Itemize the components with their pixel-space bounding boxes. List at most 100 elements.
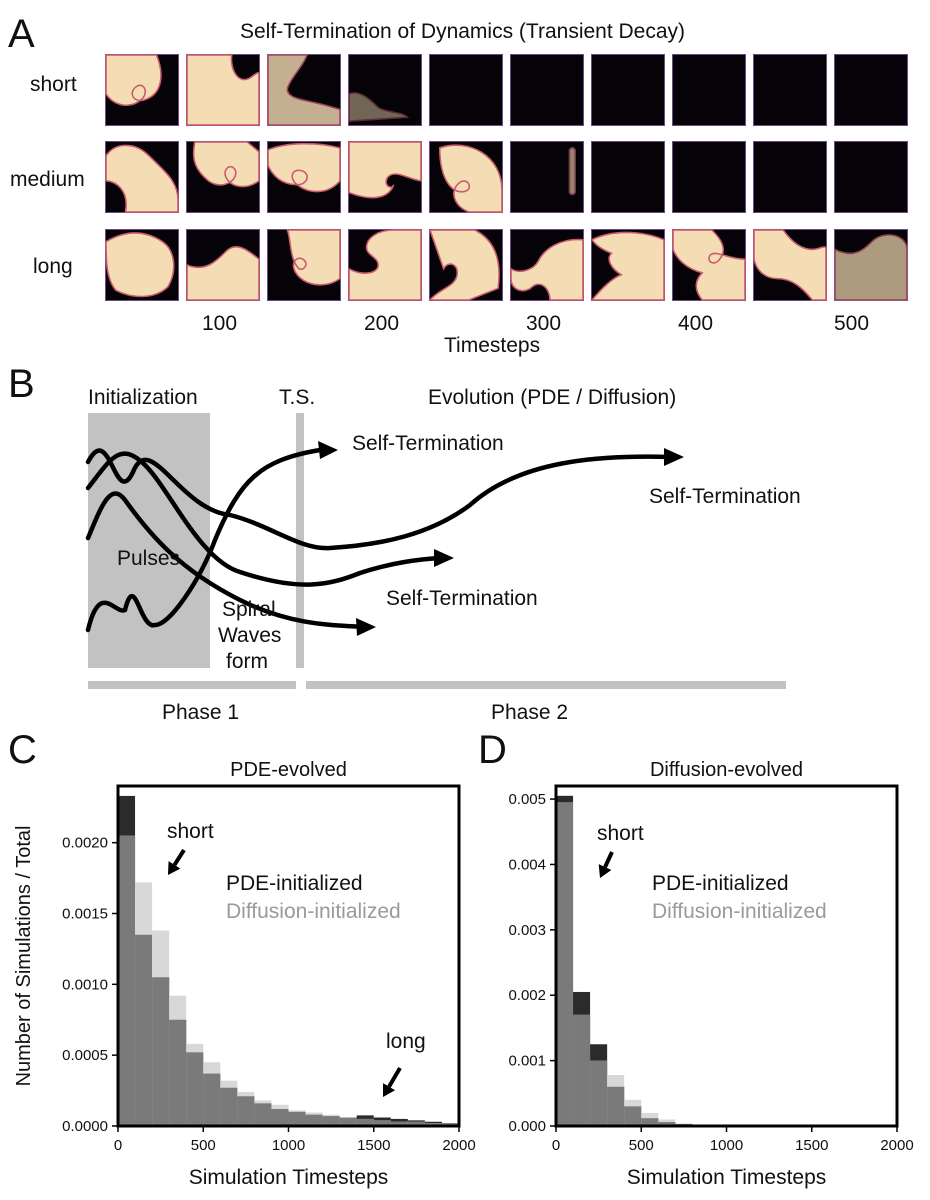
- annot-long-c: long: [386, 1030, 426, 1053]
- sim-tile-medium-1: [105, 141, 179, 213]
- sim-tile-medium-4: [348, 141, 422, 213]
- spiral-label-2: Waves: [218, 624, 282, 647]
- phase2-bar: [306, 681, 786, 689]
- row-label-short: short: [30, 73, 77, 96]
- sim-tile-long-1: [105, 229, 179, 301]
- pde-evolved-bar-overlap-10: [288, 1111, 306, 1126]
- legend-diffusion-initialized-c: Diffusion-initialized: [226, 900, 401, 923]
- pde-evolved-xtick-label-0: 0: [114, 1137, 122, 1154]
- sim-tile-short-10: [834, 54, 908, 126]
- panel-a-title: Self-Termination of Dynamics (Transient …: [240, 20, 686, 43]
- trajectory-arrowheads: [318, 441, 684, 636]
- diffusion-evolved-xtick-label-0: 0: [552, 1137, 560, 1154]
- panel-a-letter: A: [8, 12, 35, 56]
- pde-evolved-bar-overlap-15: [373, 1120, 391, 1126]
- pde-evolved-bar-overlap-8: [254, 1103, 272, 1126]
- pde-evolved-ytick-label-4: 0.0020: [62, 835, 108, 852]
- pde-evolved-bar-overlap-3: [169, 1019, 187, 1126]
- sim-tile-long-2: [186, 229, 260, 301]
- sim-tile-medium-3: [267, 141, 341, 213]
- pde-evolved-xtick-label-1: 500: [191, 1137, 216, 1154]
- panel-c-letter: C: [8, 728, 37, 772]
- trajectory-3: [85, 491, 368, 630]
- tick-label-200: 200: [364, 312, 400, 335]
- self-termination-label-3: Self-Termination: [386, 587, 538, 610]
- tile-row-long: [105, 229, 908, 301]
- diffusion-evolved-ytick-label-3: 0.003: [508, 922, 546, 939]
- pde-evolved-ytick-label-0: 0.0000: [62, 1118, 108, 1135]
- sim-tile-short-7: [591, 54, 665, 126]
- spiral-label-3: form: [226, 650, 268, 673]
- legend-pde-initialized-c: PDE-initialized: [226, 872, 363, 895]
- sim-tile-short-1: [105, 54, 179, 126]
- pde-evolved-bar-overlap-9: [271, 1109, 289, 1126]
- sim-tile-long-6: [510, 229, 584, 301]
- panel-d-letter: D: [478, 728, 507, 772]
- tick-label-300: 300: [526, 312, 562, 335]
- pde-evolved-bar-overlap-17: [407, 1121, 425, 1126]
- diffusion-evolved-xtick-label-4: 2000: [880, 1137, 913, 1154]
- pde-evolved-xtick-label-4: 2000: [442, 1137, 475, 1154]
- sim-tile-short-3: [267, 54, 341, 126]
- pde-evolved-bar-overlap-16: [390, 1121, 408, 1126]
- diffusion-evolved-ytick-label-2: 0.002: [508, 987, 546, 1004]
- diffusion-evolved-ytick-label-5: 0.005: [508, 791, 546, 808]
- sim-tile-short-4: [348, 54, 422, 126]
- sim-tile-short-6: [510, 54, 584, 126]
- annot-short-d: short: [597, 822, 644, 845]
- sim-tile-long-4: [348, 229, 422, 301]
- diffusion-evolved-ytick-label-0: 0.000: [508, 1118, 546, 1135]
- sim-tile-medium-7: [591, 141, 665, 213]
- diffusion-evolved-xtick-label-1: 500: [629, 1137, 654, 1154]
- sim-tile-medium-9: [753, 141, 827, 213]
- self-termination-label-1: Self-Termination: [352, 432, 504, 455]
- diffusion-evolved-bar-overlap-6: [658, 1122, 676, 1126]
- sim-tile-medium-6: [510, 141, 584, 213]
- pde-evolved-xtick-label-3: 1500: [357, 1137, 390, 1154]
- sim-tile-long-5: [428, 229, 503, 301]
- pde-evolved-y-axis-label: Number of Simulations / Total: [13, 826, 35, 1087]
- tile-row-medium: [105, 141, 908, 213]
- self-termination-label-2: Self-Termination: [649, 485, 801, 508]
- diffusion-evolved-bar-overlap-3: [607, 1086, 625, 1126]
- sim-tile-short-2: [186, 54, 260, 126]
- pde-evolved-x-axis-label: Simulation Timesteps: [189, 1166, 389, 1189]
- diffusion-evolved-bar-overlap-1: [573, 1014, 591, 1126]
- diffusion-evolved-xtick-label-3: 1500: [795, 1137, 828, 1154]
- pde-evolved-bar-overlap-5: [203, 1073, 221, 1126]
- evolution-label: Evolution (PDE / Diffusion): [428, 386, 677, 409]
- tick-label-400: 400: [678, 312, 714, 335]
- trajectory-1: [85, 448, 673, 551]
- row-label-medium: medium: [10, 168, 85, 191]
- diffusion-evolved-ytick-label-4: 0.004: [508, 856, 546, 873]
- diffusion-evolved-bar-overlap-4: [624, 1106, 642, 1126]
- pde-evolved-bar-overlap-2: [152, 977, 170, 1126]
- sim-tile-medium-8: [672, 141, 746, 213]
- annot-long-arrow-c: [383, 1066, 402, 1097]
- annot-short-arrow-c: [168, 848, 186, 875]
- trajectory-4: [85, 447, 323, 633]
- panel-a-xlabel: Timesteps: [444, 334, 541, 357]
- sim-tile-short-8: [672, 54, 746, 126]
- diffusion-evolved-x-axis-label: Simulation Timesteps: [627, 1166, 827, 1189]
- legend-diffusion-initialized-d: Diffusion-initialized: [652, 900, 827, 923]
- pde-evolved-bar-overlap-6: [220, 1087, 238, 1126]
- sim-tile-medium-2: [186, 141, 260, 213]
- trajectory-curves: [85, 447, 673, 633]
- phase1-label: Phase 1: [162, 701, 240, 724]
- trajectory-2: [85, 451, 443, 587]
- diffusion-evolved-ytick-label-1: 0.001: [508, 1053, 546, 1070]
- pde-evolved-ytick-label-3: 0.0015: [62, 906, 108, 923]
- diffusion-evolved-bar-overlap-5: [641, 1118, 659, 1126]
- pulses-label: Pulses: [117, 547, 181, 570]
- pde-evolved-ytick-label-1: 0.0005: [62, 1047, 108, 1064]
- sim-tile-long-3: [267, 229, 341, 301]
- sim-tile-medium-5: [429, 141, 503, 213]
- pde-evolved-chart-title: PDE-evolved: [230, 759, 347, 781]
- phase-diagram: [85, 413, 786, 689]
- tile-row-short: [105, 54, 908, 126]
- annot-short-arrow-d: [598, 851, 614, 878]
- panel-b-letter: B: [8, 362, 35, 406]
- tick-label-500: 500: [834, 312, 870, 335]
